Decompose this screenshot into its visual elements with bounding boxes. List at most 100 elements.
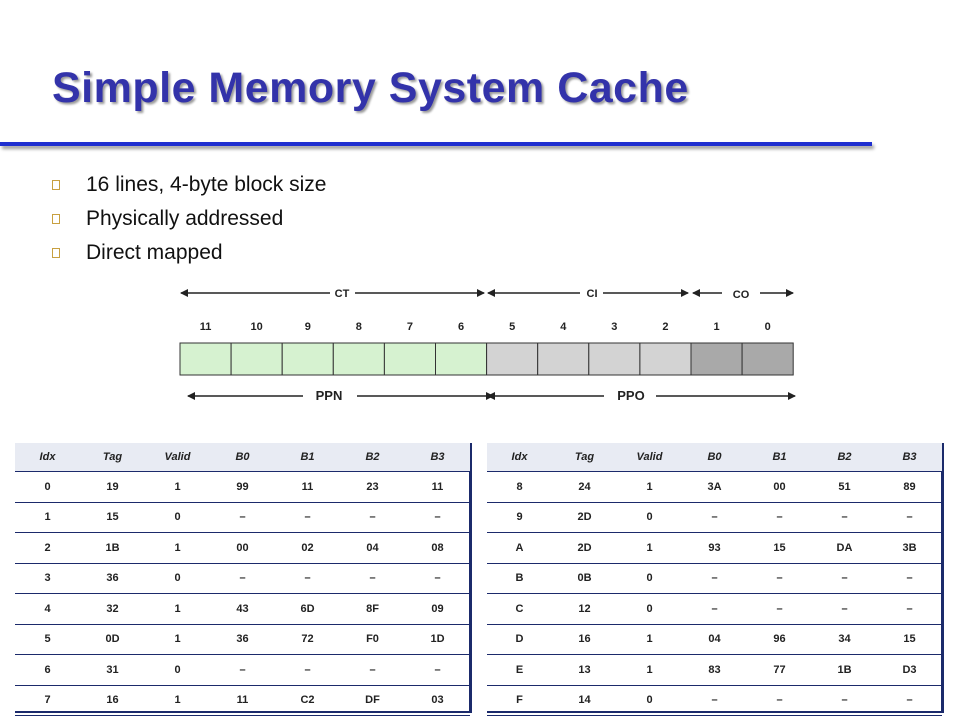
- table-cell: 5: [15, 624, 80, 655]
- table-cell: –: [682, 502, 747, 533]
- bit-cells: [179, 342, 794, 376]
- table-cell: –: [340, 502, 405, 533]
- column-header: B2: [812, 443, 877, 472]
- table-cell: 34: [812, 624, 877, 655]
- title-underline: [0, 142, 872, 146]
- ppn-label: PPN: [316, 388, 343, 403]
- bit-number: 4: [560, 321, 567, 333]
- table-cell: DA: [812, 532, 877, 564]
- table-cell: 1: [617, 471, 682, 503]
- table-cell: 6: [15, 654, 80, 686]
- table-cell: 14: [552, 685, 617, 716]
- table-cell: 1: [617, 532, 682, 564]
- bullet-icon: [52, 214, 60, 224]
- table-cell: 1B: [80, 532, 145, 564]
- bit-number: 9: [305, 321, 311, 333]
- table-cell: 00: [210, 532, 275, 564]
- table-cell: 89: [877, 471, 942, 503]
- table-cell: –: [812, 563, 877, 594]
- table-cell: 11: [405, 471, 470, 503]
- table-cell: 0: [617, 685, 682, 716]
- table-cell: 09: [405, 593, 470, 625]
- bit-cell: [435, 342, 488, 376]
- table-cell: 03: [405, 685, 470, 716]
- ppo-label: PPO: [617, 388, 644, 403]
- table-cell: 13: [552, 654, 617, 686]
- table-cell: –: [877, 502, 942, 533]
- table-cell: 1: [145, 532, 210, 564]
- table-cell: 1: [145, 471, 210, 503]
- table-cell: 93: [682, 532, 747, 564]
- column-header: B3: [877, 443, 942, 472]
- table-cell: C: [487, 593, 552, 625]
- table-cell: 36: [210, 624, 275, 655]
- table-cell: 1: [15, 502, 80, 533]
- bit-cell: [332, 342, 385, 376]
- column-header: Tag: [552, 443, 617, 472]
- table-cell: F: [487, 685, 552, 716]
- bit-number: 5: [509, 321, 515, 333]
- table-cell: 00: [747, 471, 812, 503]
- table-cell: DF: [340, 685, 405, 716]
- table-cell: 0: [617, 563, 682, 594]
- table-cell: –: [210, 563, 275, 594]
- table-cell: 3B: [877, 532, 942, 564]
- table-cell: 0: [617, 502, 682, 533]
- table-cell: 16: [80, 685, 145, 716]
- table-cell: –: [682, 563, 747, 594]
- table-cell: 0: [145, 563, 210, 594]
- table-cell: 19: [80, 471, 145, 503]
- table-cell: 1: [617, 624, 682, 655]
- bit-number: 8: [356, 321, 362, 333]
- table-cell: 1: [145, 685, 210, 716]
- table-cell: D3: [877, 654, 942, 686]
- table-cell: D: [487, 624, 552, 655]
- table-cell: 0: [145, 502, 210, 533]
- table-cell: 3A: [682, 471, 747, 503]
- table-cell: 12: [552, 593, 617, 625]
- table-cell: 3: [15, 563, 80, 594]
- table-cell: –: [877, 593, 942, 625]
- ct-label: CT: [335, 288, 350, 300]
- table-cell: –: [210, 502, 275, 533]
- table-cell: A: [487, 532, 552, 564]
- table-cell: 72: [275, 624, 340, 655]
- bullet-icon: [52, 180, 60, 190]
- table-cell: 2D: [552, 532, 617, 564]
- table-cell: –: [747, 563, 812, 594]
- column-header: Valid: [145, 443, 210, 472]
- bullet-list: 16 lines, 4-byte block size Physically a…: [52, 168, 326, 270]
- bullet-icon: [52, 248, 60, 258]
- table-cell: 1: [145, 593, 210, 625]
- table-cell: 15: [747, 532, 812, 564]
- table-cell: 24: [552, 471, 617, 503]
- table-cell: 83: [682, 654, 747, 686]
- column-header: Tag: [80, 443, 145, 472]
- bullet-item: 16 lines, 4-byte block size: [52, 168, 326, 202]
- table-cell: 6D: [275, 593, 340, 625]
- table-cell: –: [682, 685, 747, 716]
- bit-cell: [281, 342, 334, 376]
- table-cell: 0D: [80, 624, 145, 655]
- table-cell: 08: [405, 532, 470, 564]
- table-cell: –: [275, 502, 340, 533]
- table-cell: –: [340, 654, 405, 686]
- table-cell: 0: [617, 593, 682, 625]
- bit-number: 11: [200, 321, 212, 333]
- column-header: B2: [340, 443, 405, 472]
- table-cell: 0B: [552, 563, 617, 594]
- table-cell: 96: [747, 624, 812, 655]
- table-cell: –: [405, 502, 470, 533]
- column-header: B0: [210, 443, 275, 472]
